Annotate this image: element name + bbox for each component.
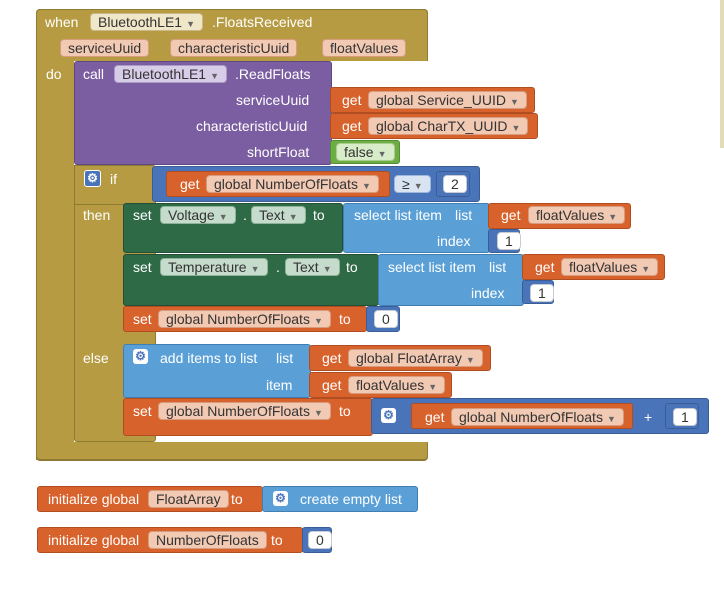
- to-label: to: [346, 259, 358, 275]
- get-label: get: [501, 207, 521, 223]
- event-name-label: .FloatsReceived: [212, 14, 313, 30]
- service-uuid-var-dropdown[interactable]: global Service_UUID▼: [368, 91, 527, 109]
- number-of-floats-var-dropdown[interactable]: global NumberOfFloats▼: [451, 408, 624, 426]
- when-label: when: [45, 14, 79, 30]
- list-label: list: [455, 207, 473, 223]
- voltage-component-dropdown[interactable]: Voltage▼: [160, 206, 236, 224]
- select-list-item-label: select list item: [388, 259, 476, 275]
- voltage-index-number-field[interactable]: 1: [497, 232, 521, 250]
- temperature-index-number-field[interactable]: 1: [530, 284, 554, 302]
- get-label: get: [322, 350, 342, 366]
- get-label: get: [535, 259, 555, 275]
- float-array-name-field[interactable]: FloatArray: [148, 490, 229, 508]
- create-empty-list-block[interactable]: [262, 486, 418, 512]
- number-of-floats-var-dropdown[interactable]: global NumberOfFloats▼: [158, 310, 331, 328]
- math-add-mutator-gear-icon[interactable]: ⚙: [381, 408, 396, 423]
- arg-characteristic-uuid-label: characteristicUuid: [196, 118, 308, 134]
- arg-service-uuid-label: serviceUuid: [236, 92, 310, 108]
- select-list-item-voltage-block[interactable]: [343, 203, 490, 253]
- number-of-floats-var-dropdown[interactable]: global NumberOfFloats▼: [206, 175, 379, 193]
- else-label: else: [83, 350, 109, 366]
- number-of-floats-var-dropdown[interactable]: global NumberOfFloats▼: [158, 402, 331, 420]
- one-number-field[interactable]: 1: [673, 408, 697, 426]
- do-label: do: [46, 66, 62, 82]
- initialize-global-label: initialize global: [48, 491, 140, 507]
- get-label: get: [425, 409, 445, 425]
- float-values-var-dropdown[interactable]: floatValues▼: [528, 206, 626, 224]
- then-label: then: [83, 207, 111, 223]
- to-label: to: [271, 532, 283, 548]
- temperature-component-dropdown[interactable]: Temperature▼: [160, 258, 268, 276]
- number-of-floats-name-field[interactable]: NumberOfFloats: [148, 531, 267, 549]
- to-label: to: [339, 403, 351, 419]
- param-service-uuid[interactable]: serviceUuid: [60, 39, 150, 57]
- set-label: set: [133, 403, 152, 419]
- select-list-item-label: select list item: [354, 207, 442, 223]
- to-label: to: [339, 311, 351, 327]
- create-list-mutator-gear-icon[interactable]: ⚙: [273, 491, 288, 506]
- if-mutator-gear-icon[interactable]: ⚙: [84, 170, 101, 187]
- compare-number-field[interactable]: 2: [443, 175, 467, 193]
- index-label: index: [471, 285, 505, 301]
- temperature-property-dropdown[interactable]: Text▼: [285, 258, 340, 276]
- to-label: to: [231, 491, 243, 507]
- compare-operator-dropdown[interactable]: ≥▼: [394, 175, 431, 193]
- call-component-dropdown[interactable]: BluetoothLE1▼: [114, 65, 227, 83]
- add-items-to-list-block[interactable]: [123, 344, 311, 398]
- param-characteristic-uuid[interactable]: characteristicUuid: [170, 39, 298, 57]
- list-label: list: [489, 259, 507, 275]
- param-float-values[interactable]: floatValues: [322, 39, 407, 57]
- float-values-var-dropdown[interactable]: floatValues▼: [561, 258, 659, 276]
- set-label: set: [133, 207, 152, 223]
- item-label: item: [266, 377, 293, 393]
- false-dropdown[interactable]: false▼: [336, 143, 395, 161]
- voltage-property-dropdown[interactable]: Text▼: [251, 206, 306, 224]
- char-tx-uuid-var-dropdown[interactable]: global CharTX_UUID▼: [368, 117, 529, 135]
- get-label: get: [342, 92, 362, 108]
- to-label: to: [313, 207, 325, 223]
- init-zero-number-field[interactable]: 0: [308, 531, 332, 549]
- list-label: list: [276, 350, 294, 366]
- event-component-dropdown[interactable]: BluetoothLE1▼: [90, 13, 203, 31]
- vertical-scrollbar[interactable]: [720, 0, 724, 148]
- call-label: call: [83, 66, 105, 82]
- call-method-label: .ReadFloats: [235, 66, 311, 82]
- float-array-var-dropdown[interactable]: global FloatArray▼: [348, 349, 483, 367]
- plus-operator-label: +: [644, 409, 653, 425]
- add-items-mutator-gear-icon[interactable]: ⚙: [133, 349, 148, 364]
- get-label: get: [180, 176, 200, 192]
- if-label: if: [110, 171, 117, 187]
- arg-short-float-label: shortFloat: [247, 144, 310, 160]
- set-label: set: [133, 311, 152, 327]
- get-label: get: [342, 118, 362, 134]
- create-empty-list-label: create empty list: [300, 491, 402, 507]
- float-values-var-dropdown[interactable]: floatValues▼: [348, 376, 446, 394]
- add-items-to-list-label: add items to list: [160, 350, 258, 366]
- set-voltage-text-block[interactable]: [123, 203, 343, 253]
- dot-label: .: [243, 207, 247, 223]
- initialize-global-label: initialize global: [48, 532, 140, 548]
- zero-number-field[interactable]: 0: [374, 310, 398, 328]
- index-label: index: [437, 233, 471, 249]
- select-list-item-temperature-block[interactable]: [378, 254, 524, 306]
- get-label: get: [322, 377, 342, 393]
- dot-label: .: [276, 259, 280, 275]
- set-label: set: [133, 259, 152, 275]
